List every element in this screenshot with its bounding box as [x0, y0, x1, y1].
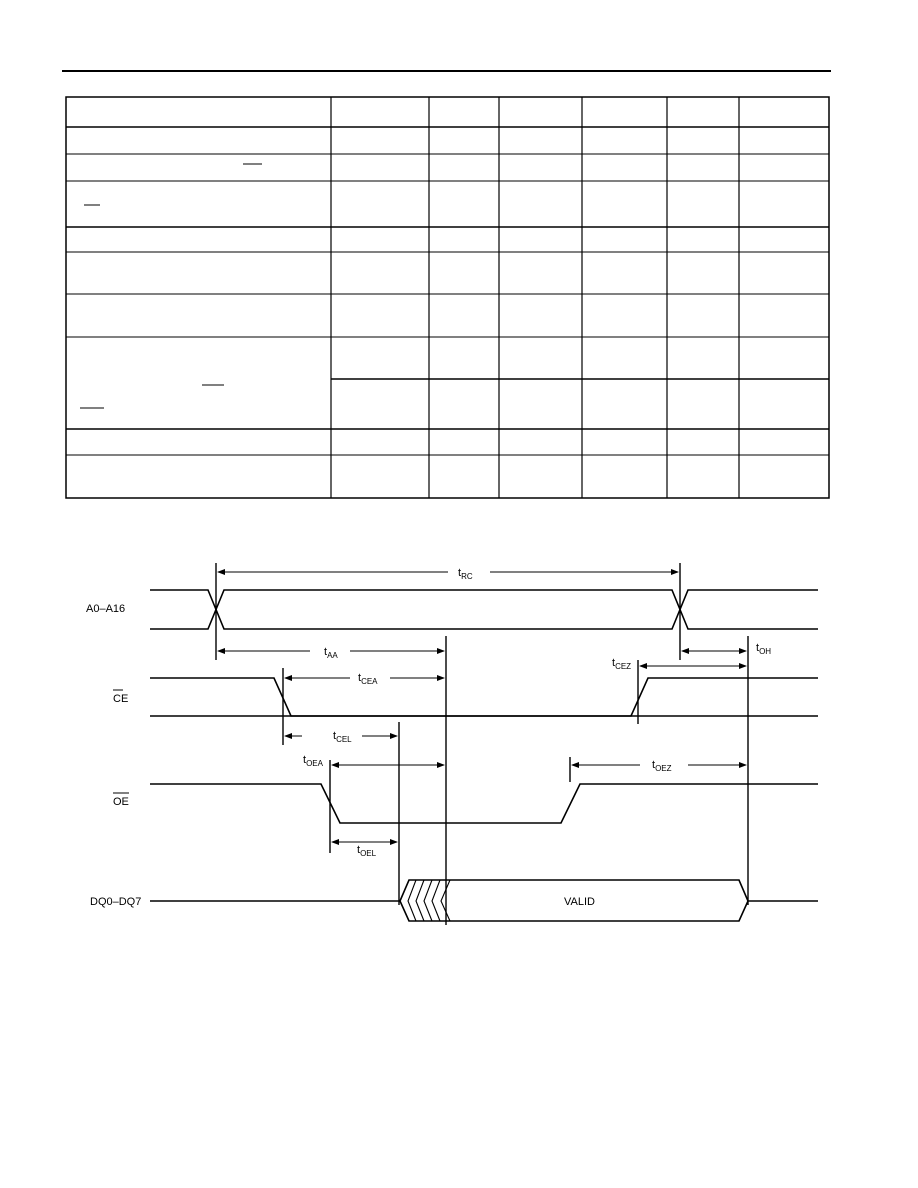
header-rule: [62, 70, 831, 72]
dq-waveform: [150, 879, 818, 922]
label-toel: tOEL: [357, 844, 377, 858]
timing-labels: tRC tAA tOH tCEA tCEZ tCEL tOEA tOEZ tOE…: [303, 567, 771, 858]
oe-waveform: [150, 783, 818, 824]
dimension-arrows: [217, 569, 747, 845]
parameter-table: [65, 96, 830, 499]
label-tcez: tCEZ: [612, 657, 631, 671]
signal-label-ce: CE: [113, 693, 128, 705]
ce-waveform: [150, 677, 818, 717]
dq-valid-label: VALID: [564, 896, 595, 908]
label-tcea: tCEA: [358, 672, 378, 686]
signal-label-dq: DQ0–DQ7: [90, 896, 141, 908]
label-taa: tAA: [324, 646, 338, 660]
reference-lines: [215, 563, 749, 925]
table-frame: [65, 96, 830, 499]
signal-label-oe: OE: [113, 796, 129, 808]
label-toh: tOH: [756, 642, 771, 656]
label-trc: tRC: [458, 567, 473, 581]
signal-label-address: A0–A16: [86, 603, 125, 615]
address-waveform: [150, 589, 818, 630]
label-toez: tOEZ: [652, 759, 672, 773]
label-tcel: tCEL: [333, 730, 352, 744]
label-toea: tOEA: [303, 754, 324, 768]
